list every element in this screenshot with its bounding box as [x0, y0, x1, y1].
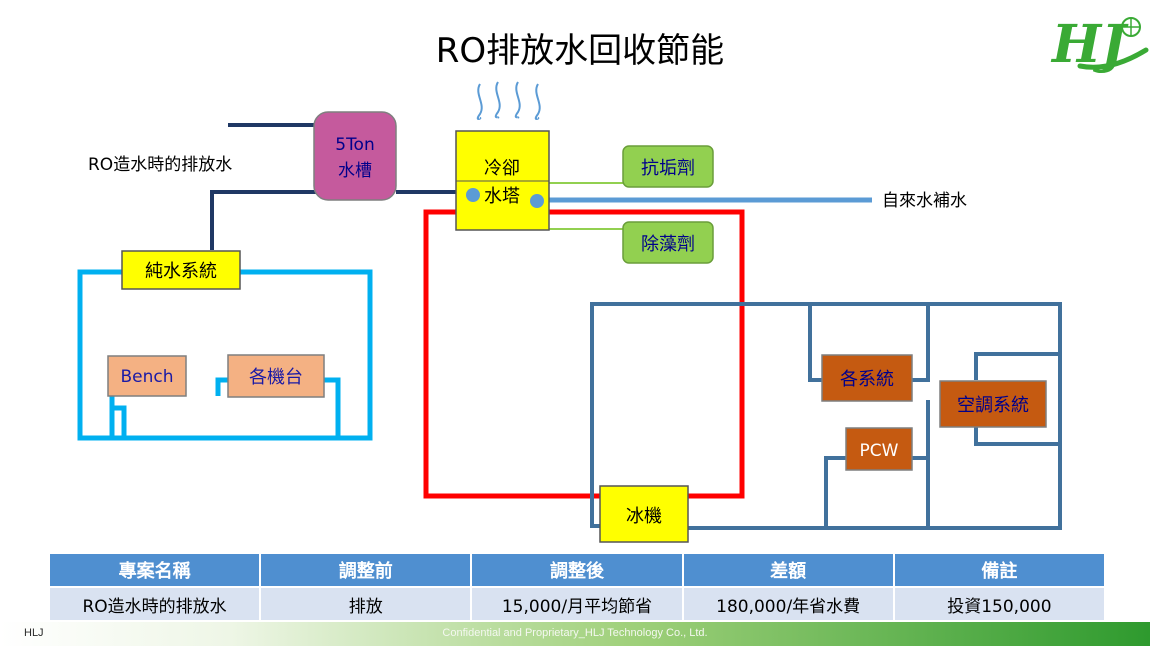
ro-discharge-label: RO造水時的排放水 — [88, 155, 232, 175]
supply-dot — [530, 194, 544, 208]
pure-water-system-box — [121, 250, 241, 290]
footer-company: HLJ — [24, 627, 44, 639]
aircon-label: 空調系統 — [957, 395, 1029, 416]
table-cell: 投資150,000 — [892, 586, 1107, 622]
pcw-loop — [590, 302, 1062, 530]
table-cell: RO造水時的排放水 — [47, 586, 262, 622]
tower-label-line2: 水塔 — [484, 186, 520, 207]
aircon-box — [939, 380, 1047, 428]
table-row: RO造水時的排放水 排放 15,000/月平均節省 180,000/年省水費 投… — [47, 586, 1107, 622]
page-title: RO排放水回收節能 — [436, 31, 724, 71]
table-header-cell: 備註 — [892, 552, 1107, 588]
table-cell: 180,000/年省水費 — [681, 586, 895, 622]
systems-box — [821, 354, 913, 402]
footer-bar: Confidential and Proprietary_HLJ Technol… — [0, 622, 1150, 646]
pcw-box — [845, 427, 913, 471]
steam-icon — [476, 81, 541, 120]
footer-confidential: Confidential and Proprietary_HLJ Technol… — [442, 627, 708, 639]
bench-box — [107, 355, 187, 397]
table-header-cell: 調整後 — [470, 552, 684, 588]
inlet-dot — [466, 188, 480, 202]
water-tank — [313, 111, 397, 201]
table-cell: 排放 — [259, 586, 473, 622]
pure-water-loop — [77, 269, 373, 441]
company-logo: HJ — [1050, 14, 1149, 75]
chiller-loop — [423, 209, 745, 499]
machines-box — [227, 354, 325, 398]
pure-water-system-label: 純水系統 — [145, 261, 217, 282]
tank-label-line1: 5Ton — [335, 135, 375, 155]
table-header-cell: 專案名稱 — [47, 552, 262, 588]
chiller-label: 冰機 — [626, 506, 662, 527]
antiscale-box — [622, 145, 714, 188]
chiller-box — [599, 485, 689, 543]
city-water-label: 自來水補水 — [882, 191, 967, 211]
tank-label-line2: 水槽 — [338, 161, 372, 181]
savings-table: 專案名稱 調整前 調整後 差額 備註 RO造水時的排放水 排放 15,000/月… — [47, 552, 1107, 622]
tower-label-line1: 冷卻 — [484, 158, 520, 179]
antiscale-label: 抗垢劑 — [641, 158, 695, 179]
logo-swoosh — [1077, 47, 1149, 70]
systems-label: 各系統 — [840, 369, 894, 390]
table-header-row: 專案名稱 調整前 調整後 差額 備註 — [47, 552, 1107, 588]
table-cell: 15,000/月平均節省 — [470, 586, 684, 622]
pcw-label: PCW — [860, 441, 899, 461]
table-header-cell: 調整前 — [259, 552, 473, 588]
algaecide-label: 除藻劑 — [641, 234, 695, 255]
bench-label: Bench — [120, 367, 173, 387]
table-header-cell: 差額 — [681, 552, 895, 588]
machines-label: 各機台 — [249, 367, 303, 388]
algaecide-box — [622, 221, 714, 264]
chemical-lines — [549, 182, 624, 230]
